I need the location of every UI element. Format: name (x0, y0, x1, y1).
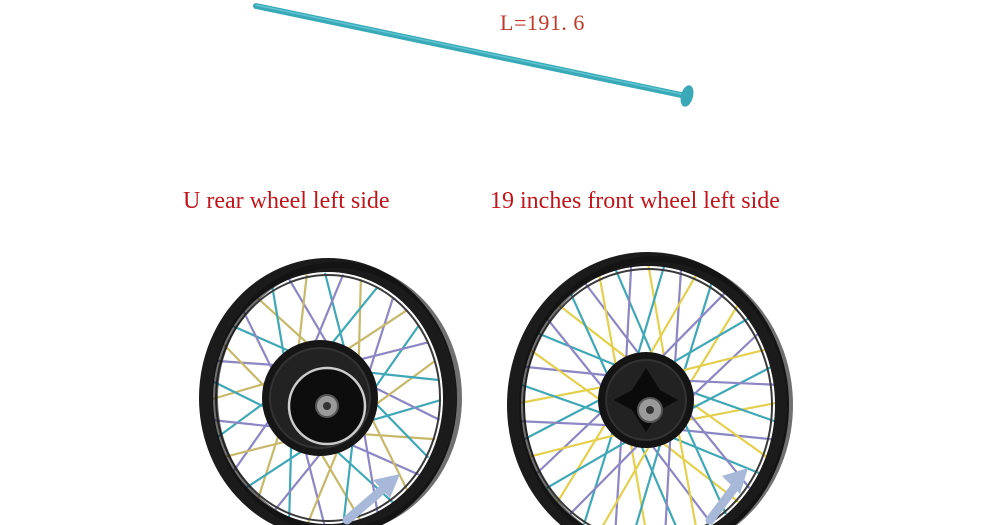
front-wheel-image (507, 252, 793, 525)
wheel-spoke (682, 396, 767, 458)
wheel-spoke (353, 432, 436, 441)
wheel-spoke (680, 415, 727, 515)
wheel-spoke (367, 324, 420, 398)
wheel-spoke (678, 281, 714, 387)
wheel-spoke (682, 303, 740, 396)
wheel-spoke (362, 398, 442, 425)
wheel-spoke (529, 431, 628, 458)
wheel-spoke (614, 427, 623, 525)
wheel-spoke (341, 439, 420, 476)
wheel-spoke (675, 379, 775, 386)
wheel-spoke (676, 423, 697, 525)
wheel-spoke (668, 348, 767, 375)
spoke-length-label: L=191. 6 (500, 10, 585, 35)
indicator-arrow-icon (705, 468, 748, 525)
wheel-spoke (364, 296, 395, 384)
wheel-spoke (536, 401, 613, 474)
wheel-spoke (305, 440, 343, 525)
wheel-spoke (556, 410, 614, 503)
wheel-spoke (520, 383, 616, 419)
wheel-spoke (635, 435, 664, 525)
wheel-spoke (342, 433, 355, 525)
wheel-spoke (680, 387, 776, 423)
wheel-spoke (683, 332, 760, 405)
rear-wheel-image (199, 258, 462, 525)
wheel-spoke (569, 438, 646, 515)
wheel-spoke (521, 420, 621, 427)
wheel-spoke (367, 359, 436, 412)
wheel-spoke (366, 409, 409, 491)
wheel-spoke (660, 316, 751, 371)
wheel-spoke (365, 382, 441, 421)
wheel-spoke (678, 401, 777, 423)
wheel-spoke (368, 395, 430, 459)
wheel-spoke (636, 437, 677, 525)
spoke-image (253, 3, 694, 107)
wheel-spoke (682, 365, 773, 415)
wheel-spoke (664, 430, 672, 525)
wheel-spoke (650, 291, 727, 368)
wheel-spoke (632, 263, 666, 371)
wheel-spoke (582, 419, 618, 525)
wheel-spoke (545, 435, 636, 490)
front-wheel-caption: 19 inches front wheel left side (490, 188, 780, 214)
wheel-spoke (602, 438, 655, 525)
wheel-spoke (641, 273, 698, 368)
rear-wheel-caption: U rear wheel left side (183, 188, 390, 214)
indicator-arrow-icon (342, 474, 400, 525)
